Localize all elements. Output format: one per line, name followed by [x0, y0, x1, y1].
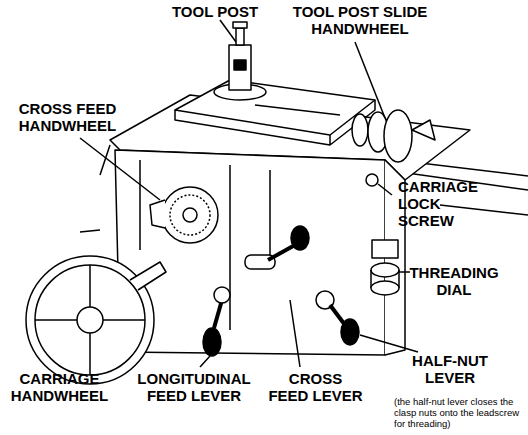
feed-lever-knob: [203, 328, 221, 356]
leader-line: [360, 335, 418, 352]
lock-screw: [366, 174, 378, 186]
handwheel-handle: [130, 262, 166, 290]
handwheel-spoke: [35, 265, 145, 375]
cross-lever-knob: [291, 226, 309, 250]
cross-lever-stem: [268, 245, 295, 260]
leader-line: [355, 42, 385, 118]
part-label: CARRIAGE HANDWHEEL: [2, 370, 117, 404]
leader-line: [80, 138, 160, 200]
part-label: TOOL POST: [150, 3, 280, 20]
cross-feed-dial: [170, 195, 210, 235]
cross-feed-hub: [183, 208, 197, 222]
tool-post-screw: [233, 22, 247, 28]
part-label: CROSS FEED LEVER: [268, 370, 363, 404]
part-label: LONGITUDINAL FEED LEVER: [118, 370, 270, 404]
leader-line: [290, 300, 300, 367]
tool-post-screw: [236, 28, 244, 45]
compound-rest: [175, 100, 375, 145]
part-label: THREADING DIAL: [408, 264, 500, 298]
cross-feed-handwheel: [162, 187, 218, 243]
threading-dial: [371, 263, 399, 277]
slide-handwheel: [352, 114, 368, 146]
part-label: CROSS FEED HANDWHEEL: [10, 100, 125, 134]
cross-feed-handle: [150, 200, 165, 228]
threading-dial: [371, 281, 399, 295]
feed-lever-pivot: [214, 287, 230, 303]
slide-handwheel: [384, 110, 412, 162]
part-label: HALF-NUT LEVER: [405, 352, 495, 386]
threading-dial-body: [372, 240, 398, 258]
carriage-handwheel: [26, 256, 154, 384]
apron-detail: [140, 160, 270, 330]
leader-line: [200, 356, 210, 367]
tool-slot: [234, 60, 246, 70]
leader-line: [378, 184, 392, 195]
feed-lever-stem: [214, 300, 222, 328]
leader-lines: [80, 20, 418, 367]
carriage-handwheel-hub: [77, 307, 103, 333]
tool-post: [229, 45, 251, 90]
part-label: TOOL POST SLIDE HANDWHEEL: [285, 3, 435, 37]
half-nut-stem: [330, 305, 345, 325]
apron: [115, 150, 385, 355]
compound-slot: [255, 105, 340, 115]
leader-line: [220, 20, 236, 42]
leader-line: [398, 271, 410, 273]
part-label: CARRIAGE LOCK SCREW: [398, 178, 488, 229]
note-text: (the half-nut lever closes the clasp nut…: [394, 396, 526, 429]
half-nut-knob: [341, 319, 359, 345]
carriage-handwheel-rim: [35, 265, 145, 375]
slide-handle: [412, 120, 435, 140]
compound-rest: [175, 80, 375, 135]
